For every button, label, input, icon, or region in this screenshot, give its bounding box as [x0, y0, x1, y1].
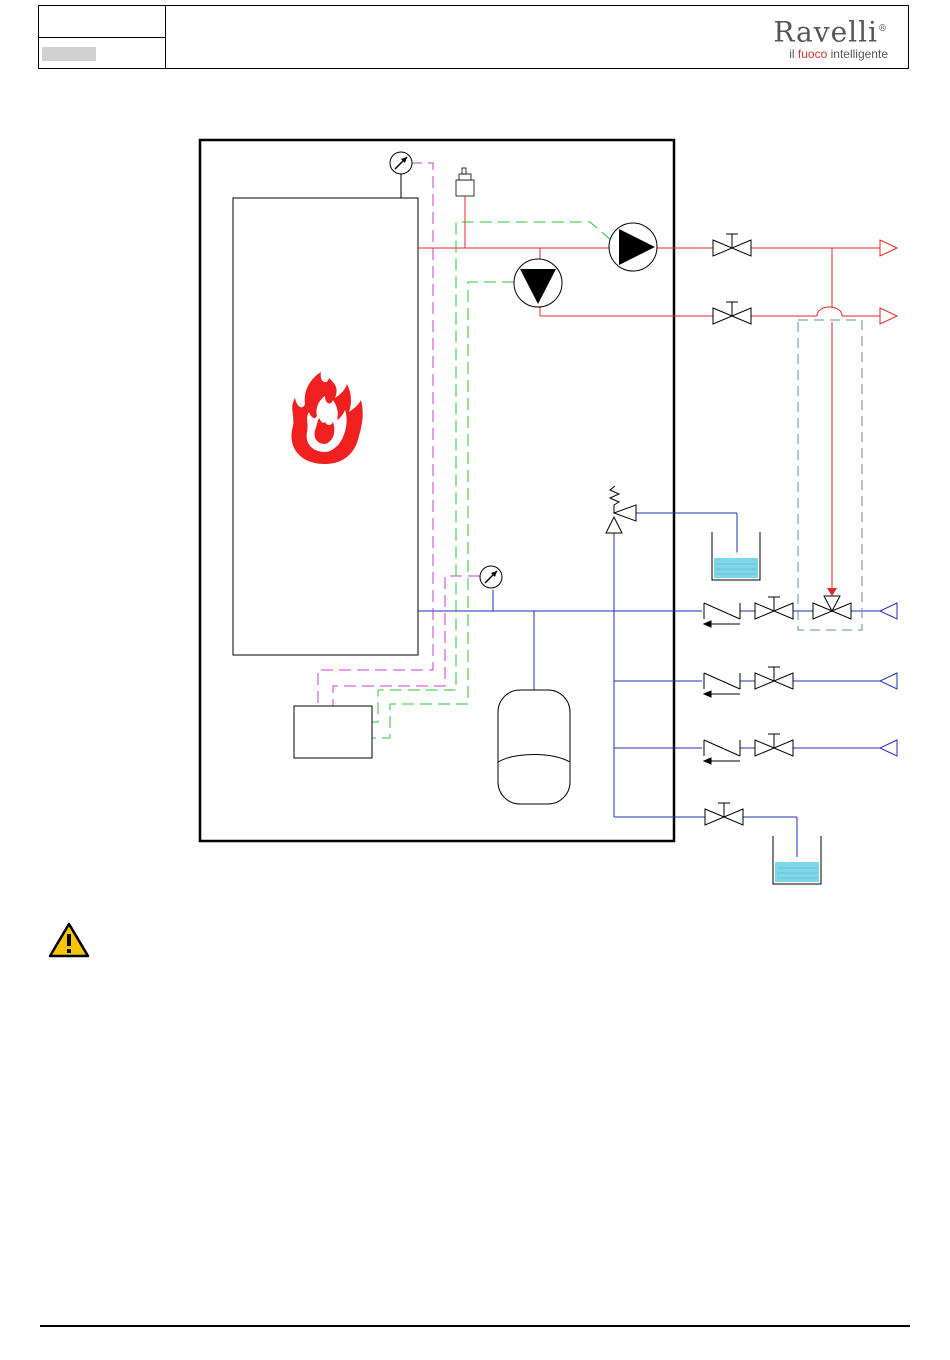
gauge-icon — [480, 566, 502, 588]
hot-water-lines — [418, 222, 880, 592]
valve-icon — [713, 234, 751, 256]
pump-icon — [514, 259, 562, 307]
hydraulic-diagram — [0, 0, 950, 900]
valve-icon — [755, 597, 793, 619]
cold-inlet-arrow — [880, 603, 897, 619]
air-vent-icon — [456, 168, 474, 222]
mixing-arrow — [827, 588, 837, 596]
bypass-group — [798, 320, 862, 630]
hot-outlet-arrow — [880, 308, 897, 324]
valve-icon — [755, 734, 793, 756]
warning-icon — [48, 922, 90, 958]
drain-tank-icon — [712, 532, 760, 580]
safety-valve-icon — [606, 486, 636, 533]
valve-icon — [755, 667, 793, 689]
boiler-casing — [200, 140, 674, 841]
valve-icon — [705, 803, 743, 825]
cold-inlet-arrow — [880, 673, 897, 689]
check-valve-icon — [704, 603, 740, 627]
check-valve-icon — [704, 673, 740, 697]
cold-inlet-arrow — [880, 740, 897, 756]
sensor-cable-green — [372, 222, 611, 738]
flame-icon — [291, 372, 362, 464]
gauge-icon — [390, 152, 412, 198]
control-unit — [294, 706, 372, 758]
footer-rule — [40, 1325, 910, 1327]
check-valve-icon — [704, 740, 740, 764]
pump-icon — [609, 223, 657, 271]
mixing-valve-icon — [813, 596, 851, 619]
valve-icon — [713, 302, 751, 324]
expansion-tank-icon — [498, 690, 570, 804]
hot-outlet-arrow — [880, 240, 897, 256]
